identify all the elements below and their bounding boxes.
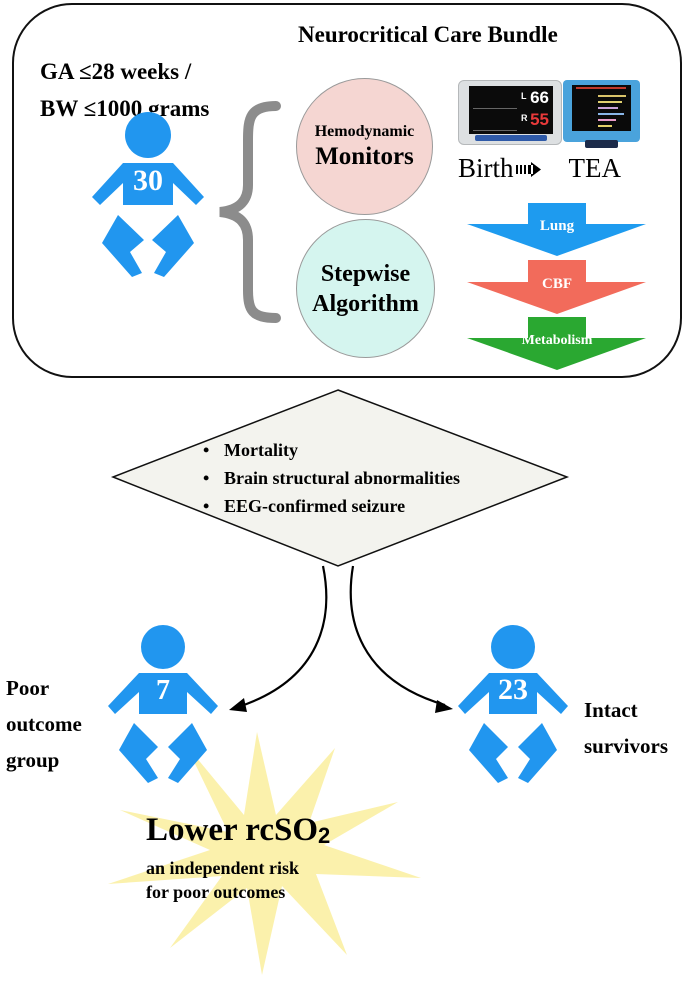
neurocritical-care-bundle-panel	[12, 3, 682, 378]
baby-icon-intact	[458, 625, 568, 783]
arrow-cbf	[467, 260, 646, 314]
poor-outcome-group-label: Poor outcome group	[6, 670, 82, 778]
baby-head	[491, 625, 535, 669]
monitor-body	[563, 80, 640, 142]
intact-survivor-count: 23	[498, 673, 528, 706]
baby-icon-total	[92, 112, 204, 277]
right-rcso2-value: 55	[530, 110, 549, 129]
hemodynamic-monitors-circle: Hemodynamic Monitors	[296, 78, 433, 215]
baby-body	[458, 673, 568, 714]
step-label-cbf: CBF	[542, 276, 572, 292]
finding-line: for poor outcomes	[146, 882, 286, 902]
criteria-gestational-age: GA ≤28 weeks /	[40, 59, 192, 84]
nirs-monitor-image: L R 66 55	[458, 80, 562, 145]
vital-signs-monitor-image	[563, 80, 640, 150]
baby-head	[141, 625, 185, 669]
finding-description: an independent risk for poor outcomes	[146, 856, 299, 904]
component-label-line1: Stepwise	[320, 260, 411, 287]
component-label-line1: Hemodynamic	[314, 122, 415, 140]
algorithm-arrows	[467, 203, 646, 370]
bundle-title: Neurocritical Care Bundle	[298, 22, 558, 47]
label-line: Poor	[6, 676, 50, 700]
finding-line: an independent risk	[146, 858, 300, 878]
baby-left-leg	[119, 723, 158, 783]
baby-right-leg	[518, 723, 557, 783]
monitor-button-bar	[475, 135, 547, 141]
baby-icon-poor	[108, 625, 218, 783]
finding-title-subscript: 2	[318, 823, 331, 848]
finding-title-text: Lower rcSO	[146, 812, 319, 848]
outcome-measures-list: Mortality Brain structural abnormalities…	[200, 436, 460, 520]
left-rcso2-value: 66	[530, 88, 549, 107]
timeline-start: Birth	[458, 153, 514, 183]
arrowhead-poor	[229, 698, 247, 712]
component-label-line2: Monitors	[315, 142, 414, 170]
total-infant-count: 30	[133, 164, 163, 197]
dashed-right-arrow-icon	[516, 162, 541, 177]
timeline-end: TEA	[568, 153, 622, 183]
step-label-metabolism: Metabolism	[521, 333, 593, 348]
arrowhead-intact	[435, 700, 453, 713]
connector-to-intact	[349, 565, 446, 707]
finding-starburst	[108, 732, 421, 975]
outcome-item: EEG-confirmed seizure	[200, 492, 460, 520]
stepwise-algorithm-circle: Stepwise Algorithm	[296, 219, 435, 358]
baby-right-leg	[152, 215, 194, 277]
trend-graph-lower	[473, 112, 517, 131]
right-channel-label: R	[521, 113, 528, 123]
arrow-metabolism	[467, 317, 646, 370]
component-label-line2: Algorithm	[312, 290, 419, 317]
outcome-item: Mortality	[200, 436, 460, 464]
left-channel-label: L	[521, 91, 527, 101]
criteria-birth-weight: BW ≤1000 grams	[40, 96, 210, 121]
connector-to-poor	[237, 565, 328, 709]
baby-right-leg	[168, 723, 207, 783]
baby-left-leg	[102, 215, 144, 277]
step-label-lung: Lung	[539, 218, 575, 234]
monitor-screen	[572, 85, 631, 131]
poor-outcome-count: 7	[156, 675, 170, 706]
baby-head	[125, 112, 171, 158]
monitor-screen: L R 66 55	[469, 86, 553, 134]
monitoring-timeline: Birth TEA	[458, 153, 621, 184]
outcome-item: Brain structural abnormalities	[200, 464, 460, 492]
intact-survivors-label: Intact survivors	[584, 692, 668, 764]
finding-title: Lower rcSO2	[146, 812, 330, 849]
arrow-lung	[467, 203, 646, 256]
curly-brace	[219, 101, 281, 323]
baby-left-leg	[469, 723, 508, 783]
label-line: outcome	[6, 712, 82, 736]
label-line: Intact	[584, 698, 638, 722]
baby-body	[108, 673, 218, 714]
inclusion-criteria: GA ≤28 weeks / BW ≤1000 grams	[40, 53, 209, 127]
trend-graph-upper	[473, 90, 517, 109]
monitor-stand	[585, 140, 618, 148]
label-line: group	[6, 748, 60, 772]
label-line: survivors	[584, 734, 668, 758]
baby-body	[92, 163, 204, 205]
